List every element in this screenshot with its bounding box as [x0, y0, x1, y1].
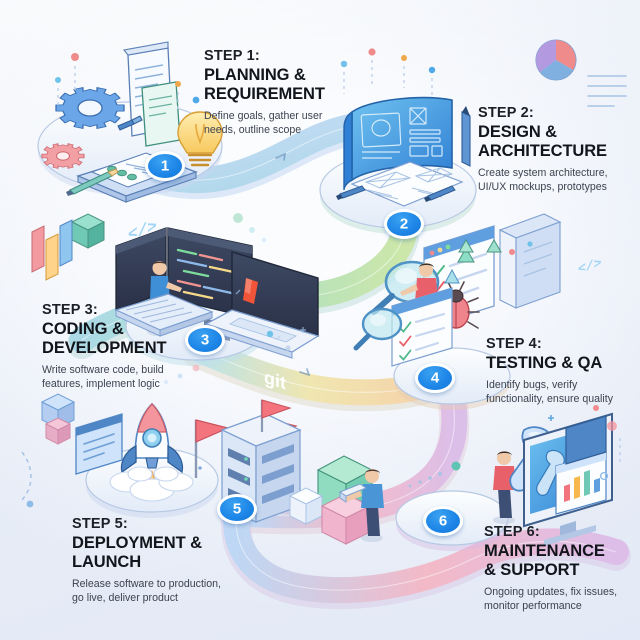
step-3-text-block: STEP 3: CODING & DEVELOPMENT Write softw…	[42, 302, 200, 391]
step-6-title: MAINTENANCE & SUPPORT	[484, 542, 605, 579]
decor-cross	[300, 327, 306, 333]
list-widget	[587, 75, 627, 107]
scene-step-5	[21, 393, 302, 523]
step-4-description: Identify bugs, verify functionality, ens…	[486, 378, 614, 405]
rocket-icon	[120, 402, 184, 494]
step-5-description: Release software to production, go live,…	[72, 577, 221, 604]
step-5-kicker: STEP 5:	[72, 516, 128, 532]
step-4-text-block: STEP 4: TESTING & QA Identify bugs, veri…	[486, 336, 638, 406]
step-badge-5[interactable]: 5	[217, 494, 257, 524]
step-1-description: Define goals, gather user needs, outline…	[204, 109, 323, 136]
step-badge-4[interactable]: 4	[415, 363, 455, 393]
step-2-title: DESIGN & ARCHITECTURE	[478, 123, 607, 160]
step-1-kicker: STEP 1:	[204, 48, 260, 64]
magnifier-icon	[353, 307, 403, 351]
bar-chart-icon	[31, 219, 73, 281]
step-badge-5-number: 5	[232, 500, 242, 517]
decor-dots	[55, 53, 200, 110]
step-badge-1[interactable]: 1	[145, 151, 185, 181]
step-1-title: PLANNING & REQUIREMENT	[204, 66, 325, 103]
blueprint-screen	[343, 96, 453, 191]
step-1-text-block: STEP 1: PLANNING & REQUIREMENT Define go…	[204, 48, 354, 137]
step-badge-2[interactable]: 2	[384, 209, 424, 239]
scene-step-3: </>	[114, 216, 320, 393]
decor-dot	[26, 500, 34, 508]
cube-icon	[320, 493, 372, 545]
pen-icon	[117, 115, 143, 131]
pen-upright-icon	[461, 106, 471, 167]
decor-lines	[21, 451, 32, 501]
pie-chart-icon	[535, 39, 577, 81]
monitor-dashboard: </>	[523, 255, 613, 546]
wireframe-sheet	[350, 161, 464, 207]
code-glyph-label: </>	[578, 255, 601, 277]
step-badge-6-number: 6	[438, 512, 448, 529]
decor-dot	[509, 249, 515, 255]
decor-dot	[527, 241, 533, 247]
decor-dot	[401, 55, 407, 61]
step-badge-6[interactable]: 6	[423, 506, 463, 536]
scene-step-2	[319, 39, 627, 234]
git-logo-icon	[243, 278, 258, 304]
code-card: </>	[565, 255, 607, 465]
pen-icon	[336, 185, 366, 200]
step-badge-3[interactable]: 3	[185, 325, 225, 355]
pen-icon	[424, 185, 456, 202]
step-6-text-block: STEP 6: MAINTENANCE & SUPPORT Ongoing up…	[484, 524, 640, 613]
window-panel-icon	[75, 413, 123, 475]
step-badge-4-number: 4	[430, 369, 440, 386]
engineer-laptop-figure	[338, 469, 384, 542]
tree-icon	[457, 239, 475, 263]
decor-lines	[343, 60, 433, 96]
step-4-title: TESTING & QA	[486, 354, 603, 373]
decor-dot	[340, 60, 348, 68]
step-badge-2-number: 2	[399, 215, 409, 232]
cube-icon	[288, 487, 324, 525]
git-laptop: git	[204, 251, 320, 393]
flag-icon	[260, 399, 292, 432]
checklist-panel-small	[391, 287, 453, 367]
step-badge-3-number: 3	[200, 331, 210, 348]
decor-dot	[368, 48, 376, 56]
gear-icon	[55, 87, 125, 129]
step-3-title: CODING & DEVELOPMENT	[42, 320, 167, 357]
step-2-kicker: STEP 2:	[478, 105, 534, 121]
document-icon	[122, 41, 181, 147]
step-5-text-block: STEP 5: DEPLOYMENT & LAUNCH Release soft…	[72, 516, 250, 605]
step-3-kicker: STEP 3:	[42, 302, 98, 318]
keyboard-icon	[114, 293, 214, 337]
decor-dots	[408, 405, 621, 488]
tree-icon	[486, 239, 502, 253]
step-6-kicker: STEP 6:	[484, 524, 540, 540]
step-3-description: Write software code, build features, imp…	[42, 363, 164, 390]
wrench-glyph-icon	[536, 449, 565, 496]
decor-cross	[198, 466, 202, 470]
step-2-description: Create system architecture, UI/UX mockup…	[478, 166, 608, 193]
ambient-decor	[164, 213, 306, 384]
step-badge-1-number: 1	[160, 157, 170, 174]
cloud-decor	[109, 466, 194, 502]
cube-icon	[70, 213, 106, 249]
scene-step-1	[31, 41, 223, 281]
step-6-description: Ongoing updates, fix issues, monitor per…	[484, 585, 618, 612]
gear-small-icon	[41, 143, 85, 169]
document-stack-icon	[498, 213, 562, 309]
tree-icon	[444, 268, 460, 284]
cube-icon	[44, 417, 72, 445]
lightbulb-icon	[177, 111, 223, 167]
decor-dots	[266, 330, 291, 351]
decor-dot	[428, 66, 436, 74]
step-2-text-block: STEP 2: DESIGN & ARCHITECTURE Create sys…	[478, 105, 636, 194]
git-label: git	[264, 366, 286, 393]
pencil-icon	[66, 168, 119, 196]
flag-icon	[194, 419, 230, 478]
step-4-kicker: STEP 4:	[486, 336, 542, 352]
step-5-title: DEPLOYMENT & LAUNCH	[72, 534, 202, 571]
